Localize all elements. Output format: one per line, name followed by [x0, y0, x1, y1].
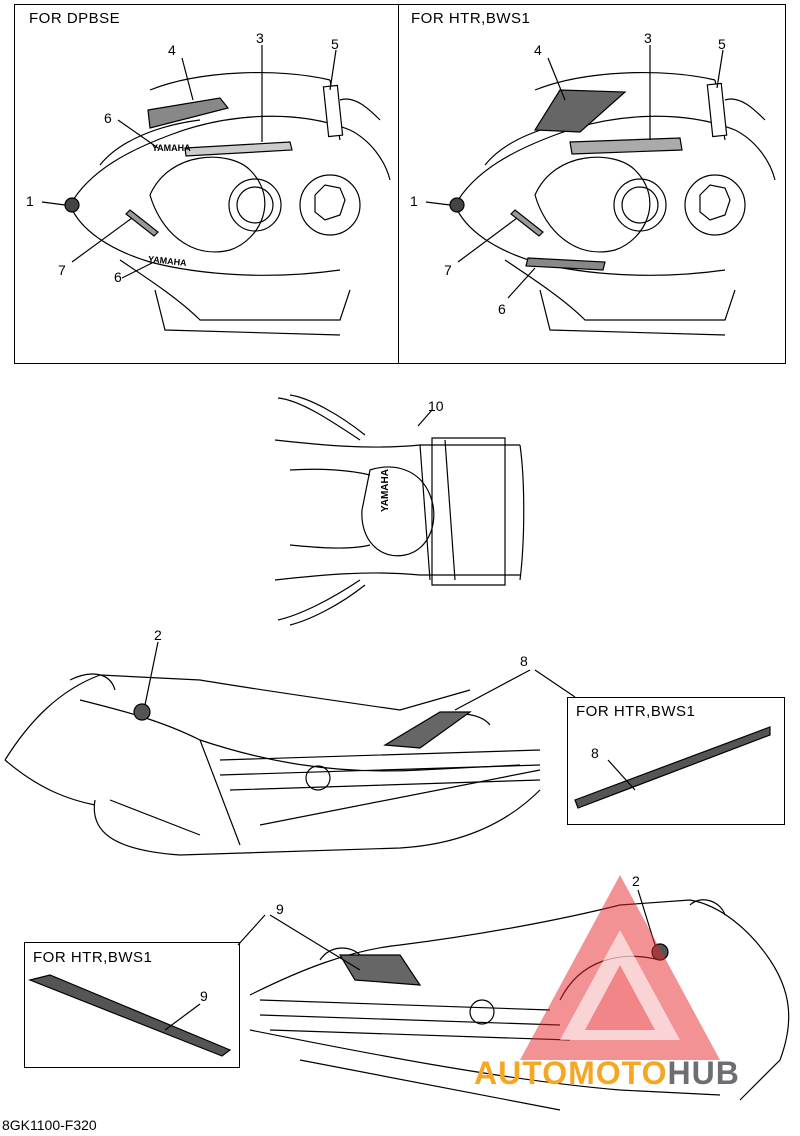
callout-6-dpbse-upper: 6: [104, 110, 112, 126]
callout-5-htr: 5: [718, 36, 726, 52]
watermark-moto: MOTO: [568, 1055, 668, 1091]
callout-1-htr: 1: [410, 193, 418, 209]
decal-8-side: [383, 711, 472, 749]
rear-top-view: [274, 394, 525, 626]
panel-title-part9: FOR HTR,BWS1: [33, 949, 153, 966]
callout-6-htr: 6: [498, 301, 506, 317]
callout-3-dpbse: 3: [256, 30, 264, 46]
callout-3-htr: 3: [644, 30, 652, 46]
panel-title-dpbse: FOR DPBSE: [29, 10, 121, 27]
decal-6-htr: [525, 257, 606, 271]
callout-5-dpbse: 5: [331, 36, 339, 52]
watermark-logo: [520, 875, 720, 1060]
watermark-hub: HUB: [667, 1055, 740, 1091]
callout-7-htr: 7: [444, 262, 452, 278]
watermark-text: AUTOMOTOHUB: [474, 1055, 740, 1092]
decal-5-htr: [706, 82, 728, 138]
callout-10: 10: [428, 398, 444, 414]
callout-4-htr: 4: [534, 42, 542, 58]
watermark-auto: AUTO: [474, 1055, 569, 1091]
emblem-2-side-left: [133, 703, 151, 721]
callout-4-dpbse: 4: [168, 42, 176, 58]
callout-9-inset: 9: [200, 988, 208, 1004]
front-view-dpbse: [41, 45, 391, 336]
decal-8-variant-inset: [574, 726, 771, 809]
decal-5-dpbse: [322, 84, 344, 138]
callout-9: 9: [276, 901, 284, 917]
callout-8-inset: 8: [591, 745, 599, 761]
decal-7-htr: [510, 209, 544, 237]
decal-10-yamaha-text: YAMAHA: [380, 469, 391, 512]
panel-part8-variant: [567, 697, 785, 825]
decal-9-side: [338, 954, 422, 986]
callout-2-left: 2: [154, 627, 162, 643]
front-view-htr: [425, 45, 776, 336]
callout-1-dpbse: 1: [26, 193, 34, 209]
decal-3-dpbse: [184, 141, 293, 157]
decal-6-yamaha-text-upper: YAMAHA: [152, 143, 191, 153]
callout-6-dpbse-lower: 6: [114, 269, 122, 285]
emblem-1-htr: [449, 197, 465, 213]
decal-4-htr: [533, 89, 627, 133]
decal-9-variant-inset: [28, 974, 232, 1057]
decal-7-dpbse: [125, 209, 159, 237]
decal-3-htr: [569, 137, 683, 155]
callout-2-right: 2: [632, 873, 640, 889]
decal-4-dpbse: [147, 97, 230, 129]
callout-7-dpbse: 7: [58, 262, 66, 278]
emblem-1-dpbse: [64, 197, 80, 213]
drawing-code: 8GK1100-F320: [2, 1117, 97, 1133]
panel-title-part8: FOR HTR,BWS1: [576, 703, 696, 720]
panel-dpbse: [14, 4, 400, 364]
panel-title-htr: FOR HTR,BWS1: [411, 10, 531, 27]
callout-8: 8: [520, 653, 528, 669]
side-view-left: [4, 641, 771, 856]
